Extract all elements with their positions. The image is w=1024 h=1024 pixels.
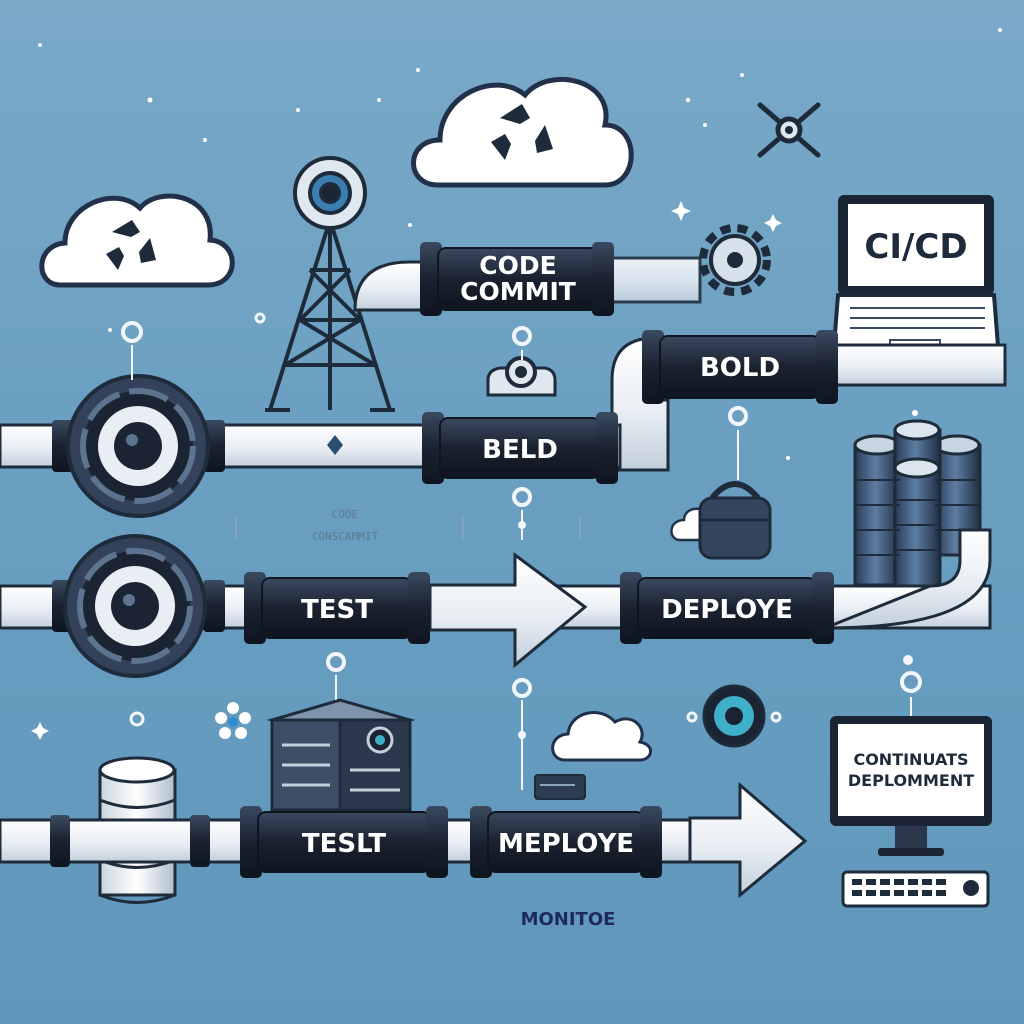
stage-test: TEST <box>244 572 430 644</box>
deploye-label: DEPLOYE <box>661 595 793 625</box>
beld-label: BELD <box>482 435 558 465</box>
flower-icon <box>215 702 251 739</box>
stage-beld: BELD <box>422 412 618 484</box>
recycle-icon <box>491 104 553 160</box>
stage-deploye: DEPLOYE <box>620 572 834 644</box>
pipe-code-commit <box>353 256 702 312</box>
test-label: TEST <box>301 595 373 625</box>
lock-icon <box>698 481 772 560</box>
stage-code-commit: CODE COMMIT <box>420 242 614 316</box>
camera-icon <box>486 356 557 397</box>
propeller-icon <box>757 102 821 158</box>
cloud-icon <box>39 193 235 288</box>
valve-band <box>50 815 210 867</box>
monitor-screen-text: DEPLOMMENT <box>848 771 974 790</box>
laptop-screen-text: CI/CD <box>864 227 967 267</box>
code-commit-label: CODE <box>479 251 556 280</box>
keyboard-icon <box>841 870 990 908</box>
stage-meploye: MEPLOYE <box>470 806 662 878</box>
device-icon <box>534 774 586 800</box>
pipe-bold <box>610 336 1007 472</box>
faint-label: CODE <box>332 508 359 521</box>
cloud-icon <box>411 77 634 188</box>
camera-icon <box>702 684 766 748</box>
faint-code-commit-text: CODE CONSCAMMIT <box>235 508 581 543</box>
monitor-icon: CONTINUATS DEPLOMMENT <box>830 716 992 856</box>
cloud-icon <box>551 711 652 762</box>
meploye-label: MEPLOYE <box>498 829 634 859</box>
valve-icon <box>52 374 225 518</box>
server-cabinet-icon <box>266 698 416 812</box>
monitor-screen-text: CONTINUATS <box>853 750 968 769</box>
stage-teslt: TESLT <box>240 806 448 878</box>
recycle-icon <box>106 220 156 270</box>
teslt-label: TESLT <box>302 829 386 859</box>
stage-bold: BOLD <box>642 330 838 404</box>
arrow-icon <box>428 552 588 669</box>
arrow-icon <box>688 781 808 899</box>
monitoe-label: MONITOE <box>521 909 616 930</box>
valve-icon <box>52 534 225 678</box>
code-commit-label: COMMIT <box>460 277 576 306</box>
gear-icon <box>699 224 771 296</box>
bold-label: BOLD <box>700 353 780 383</box>
connector-dots <box>121 312 922 790</box>
faint-label: CONSCAMMIT <box>312 530 379 543</box>
antenna-tower-icon <box>265 156 395 412</box>
